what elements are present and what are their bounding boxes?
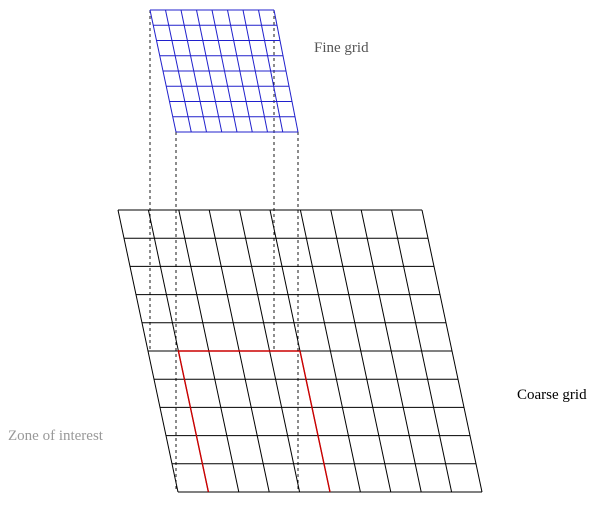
coarse-grid-column-line xyxy=(299,209,361,493)
zone-of-interest-border xyxy=(177,350,331,493)
zone-of-interest-label: Zone of interest xyxy=(8,428,104,444)
fine-grid-column-line xyxy=(211,9,238,133)
coarse-grid-column-line xyxy=(117,209,179,493)
fine-grid-column-line xyxy=(180,9,207,133)
projection-lines xyxy=(149,10,299,492)
fine-grid-column-line xyxy=(258,9,284,133)
fine-grid-column-line xyxy=(227,9,253,133)
fine-grid-column-line xyxy=(165,9,192,133)
fine-grid-column-line xyxy=(242,9,268,133)
coarse-grid-column-line xyxy=(391,209,453,493)
coarse-grid-column-line xyxy=(330,209,392,493)
coarse-grid-column-line xyxy=(360,209,422,493)
fine-grid xyxy=(149,9,299,133)
fine-grid-column-line xyxy=(273,9,299,133)
zone-of-interest-outline xyxy=(177,350,331,493)
fine-grid-column-line xyxy=(196,9,223,133)
fine-grid-column-line xyxy=(149,9,177,133)
coarse-grid-column-line xyxy=(421,209,483,493)
fine-grid-label: Fine grid xyxy=(314,40,369,56)
coarse-grid-label: Coarse grid xyxy=(517,387,587,403)
